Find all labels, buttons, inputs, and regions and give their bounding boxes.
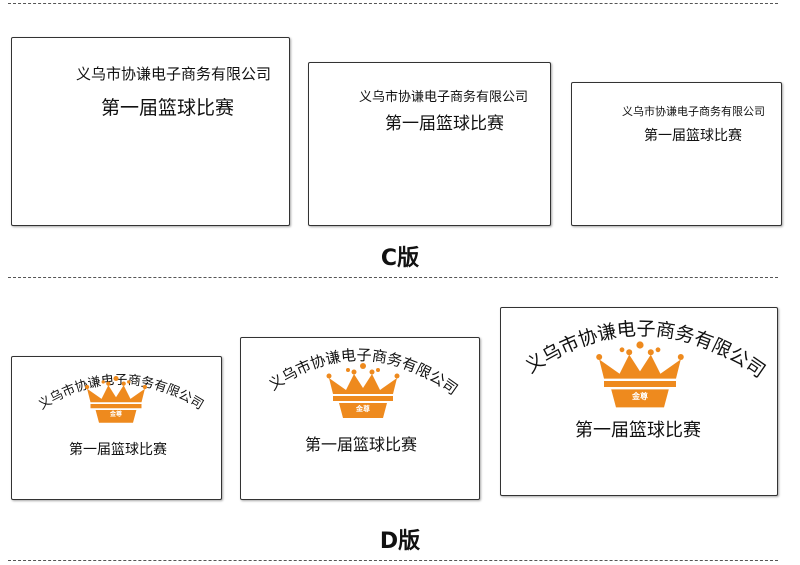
c-card-small-company: 义乌市协谦电子商务有限公司 [622, 105, 765, 118]
version-d-label: D版 [379, 529, 421, 554]
version-c-label: C版 [380, 246, 420, 271]
d-card-medium-crown-label: 金尊 [356, 405, 370, 413]
divider-middle [8, 277, 778, 278]
c-card-small-event: 第一届篮球比赛 [644, 128, 742, 144]
d-card-medium [240, 337, 480, 500]
c-card-large: 义乌市协谦电子商务有限公司 第一届篮球比赛 [11, 37, 290, 226]
divider-bottom [8, 560, 778, 561]
c-card-medium-company: 义乌市协谦电子商务有限公司 [359, 90, 529, 105]
crown-icon [596, 341, 684, 408]
crown-icon [326, 363, 400, 418]
c-card-large-company: 义乌市协谦电子商务有限公司 [76, 65, 272, 83]
d-card-large-event: 第一届篮球比赛 [575, 420, 701, 441]
c-card-small: 义乌市协谦电子商务有限公司 第一届篮球比赛 [571, 82, 782, 226]
c-card-large-event: 第一届篮球比赛 [101, 97, 235, 119]
c-card-medium-event: 第一届篮球比赛 [385, 114, 504, 134]
d-card-large-crown-label: 金尊 [632, 392, 648, 401]
d-card-small-event: 第一届篮球比赛 [69, 442, 167, 458]
d-card-medium-event: 第一届篮球比赛 [305, 435, 418, 454]
d-card-small-crown-label: 金尊 [109, 411, 122, 418]
divider-top [8, 3, 778, 4]
c-card-medium: 义乌市协谦电子商务有限公司 第一届篮球比赛 [308, 62, 551, 226]
crown-icon [84, 375, 148, 423]
